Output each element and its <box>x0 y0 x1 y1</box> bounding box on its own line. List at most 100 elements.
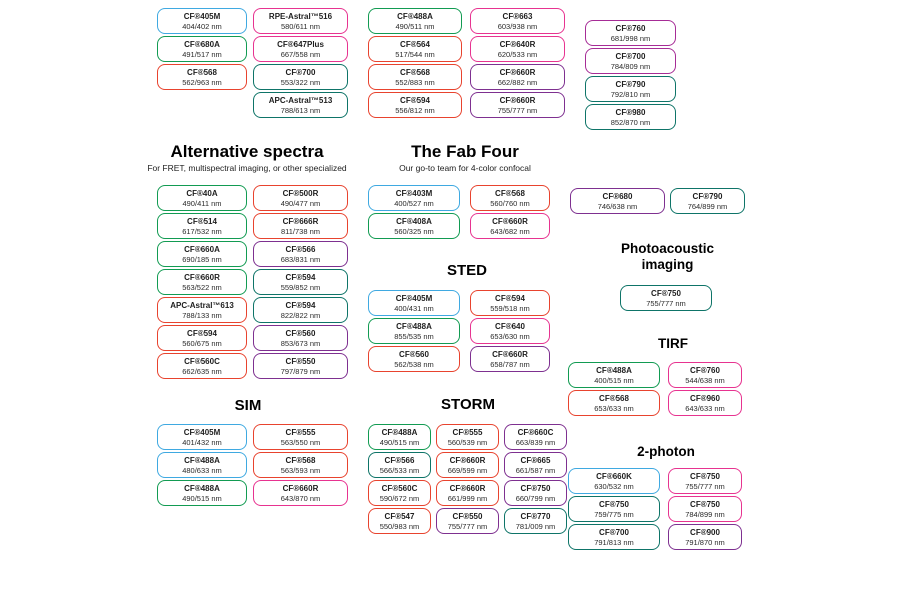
dye-name: CF®760 <box>615 23 646 33</box>
storm-title: STORM <box>441 396 495 413</box>
dye-ex-em: 590/672 nm <box>379 493 420 503</box>
dye-ex-em: 683/831 nm <box>280 254 321 264</box>
dye-ex-em: 746/638 nm <box>597 201 638 211</box>
dye-ex-em: 580/611 nm <box>280 21 321 31</box>
dye-name: CF®405M <box>183 427 221 437</box>
dye-ex-em: 480/633 nm <box>182 465 222 475</box>
dye-ex-em: 852/870 nm <box>610 117 651 127</box>
dye-ex-em: 560/675 nm <box>182 338 222 348</box>
dye-name: CF®666R <box>282 216 319 226</box>
dye-name: CF®500R <box>282 188 319 198</box>
dye-ex-em: 490/511 nm <box>395 21 435 31</box>
dye-ex-em: 400/431 nm <box>394 303 434 313</box>
dye-name: CF®564 <box>400 39 430 49</box>
dye-name: CF®488A <box>396 321 432 331</box>
dye-name: CF®700 <box>599 527 629 537</box>
dye-ex-em: 784/809 nm <box>610 61 651 71</box>
dye-name: CF®40A <box>186 188 218 198</box>
dye-name: CF®566 <box>384 455 415 465</box>
dye-ex-em: 490/515 nm <box>182 493 222 503</box>
dye-name: CF®660R <box>449 455 486 465</box>
dye-name: CF®547 <box>384 511 415 521</box>
dye-name: CF®660K <box>596 471 632 481</box>
dye-ex-em: 663/839 nm <box>515 437 556 447</box>
dye-name: CF®750 <box>690 499 720 509</box>
dye-ex-em: 653/633 nm <box>594 403 634 413</box>
dye-ex-em: 490/515 nm <box>379 437 420 447</box>
fab-four-subtitle: Our go-to team for 4-color confocal <box>399 163 531 173</box>
dye-name: CF®660A <box>184 244 220 254</box>
dye-ex-em: 690/185 nm <box>182 254 222 264</box>
dye-name: CF®660C <box>517 427 554 437</box>
dye-name: APC-Astral™513 <box>268 95 333 105</box>
dye-ex-em: 855/535 nm <box>394 331 434 341</box>
dye-name: CF®488A <box>184 455 220 465</box>
dye-name: CF®555 <box>452 427 483 437</box>
dye-name: CF®680 <box>602 191 633 201</box>
dye-name: CF®568 <box>187 67 217 77</box>
dye-name: CF®660R <box>492 216 528 226</box>
dye-name: CF®640 <box>495 321 525 331</box>
dye-name: CF®555 <box>285 427 316 437</box>
dye-ex-em: 559/852 nm <box>280 282 321 292</box>
dye-ex-em: 566/533 nm <box>379 465 420 475</box>
dye-name: CF®568 <box>400 67 430 77</box>
dye-ex-em: 755/777 nm <box>447 521 488 531</box>
dye-name: CF®488A <box>397 11 433 21</box>
dye-ex-em: 667/558 nm <box>280 49 321 59</box>
dye-name: CF®790 <box>615 79 646 89</box>
dye-ex-em: 755/777 nm <box>497 105 538 115</box>
dye-ex-em: 603/938 nm <box>497 21 538 31</box>
dye-ex-em: 755/777 nm <box>646 298 686 308</box>
dye-ex-em: 764/899 nm <box>687 201 728 211</box>
dye-name: CF®594 <box>400 95 430 105</box>
dye-name: CF®560C <box>381 483 418 493</box>
dye-ex-em: 552/883 nm <box>395 77 435 87</box>
dye-ex-em: 822/822 nm <box>280 310 321 320</box>
dye-name: CF®550 <box>452 511 483 521</box>
dye-ex-em: 620/533 nm <box>497 49 538 59</box>
dye-ex-em: 811/738 nm <box>280 226 321 236</box>
dye-ex-em: 630/532 nm <box>594 481 634 491</box>
